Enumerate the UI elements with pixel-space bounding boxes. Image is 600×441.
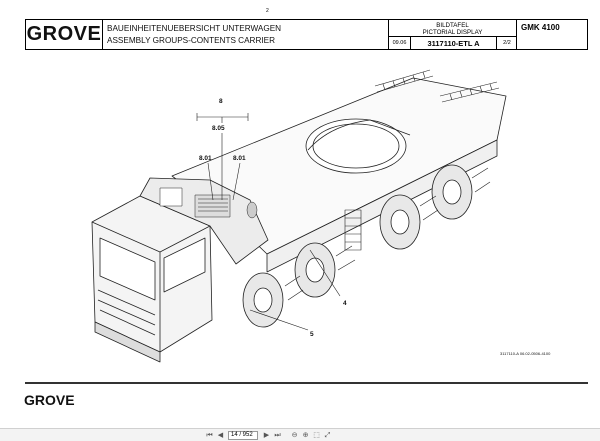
grove-logo: GROVE [26, 23, 102, 45]
title-german: BAUEINHEITENUEBERSICHT UNTERWAGEN [107, 24, 282, 33]
zoom-in-icon[interactable]: ⊕ [302, 432, 309, 439]
last-page-icon[interactable]: ⏭ [274, 432, 281, 439]
model-name: GMK 4100 [521, 23, 560, 32]
turntable-ring [305, 118, 407, 174]
bottom-rule [25, 382, 588, 384]
next-page-icon[interactable]: ▶ [263, 432, 270, 439]
callout-leaders [196, 113, 341, 331]
revision-date: 09.06 [389, 37, 411, 50]
page-number-field[interactable]: 14 / 952 [228, 431, 258, 440]
title-english: ASSEMBLY GROUPS-CONTENTS CARRIER [107, 36, 276, 45]
model-cell: GMK 4100 [517, 20, 589, 49]
drawing-number: 3117110-ETL A [411, 37, 497, 50]
sheet-number: 2/2 [503, 40, 511, 46]
display-german: BILDTAFEL [436, 22, 469, 29]
callout-8-05: 8.05 [212, 125, 225, 132]
logo-cell: GROVE [26, 20, 103, 49]
footer-logo: GROVE [24, 392, 75, 408]
callout-8: 8 [219, 98, 223, 105]
ladder-rear [374, 69, 500, 103]
front-bumper [94, 321, 161, 363]
fit-page-icon[interactable]: ⬚ [313, 432, 320, 439]
prev-page-icon[interactable]: ◀ [217, 432, 224, 439]
title-block: GROVE BAUEINHEITENUEBERSICHT UNTERWAGEN … [25, 19, 588, 50]
callout-8-01-right: 8.01 [233, 155, 246, 162]
display-label: BILDTAFEL PICTORIAL DISPLAY [389, 20, 516, 37]
callout-4: 4 [343, 300, 347, 307]
title-cell: BAUEINHEITENUEBERSICHT UNTERWAGEN ASSEMB… [103, 20, 389, 49]
fullscreen-icon[interactable]: ⤢ [324, 432, 331, 439]
first-page-icon[interactable]: ⏮ [206, 432, 213, 439]
wheels [242, 164, 473, 328]
zoom-out-icon[interactable]: ⊖ [291, 432, 298, 439]
page-marker: 2 [266, 8, 269, 14]
callout-5: 5 [310, 331, 314, 338]
windshield [99, 237, 156, 301]
pdf-viewer-toolbar: ⏮ ◀ 14 / 952 ▶ ⏭ ⊖ ⊕ ⬚ ⤢ [0, 428, 600, 441]
callout-8-01-left: 8.01 [199, 155, 212, 162]
display-english: PICTORIAL DISPLAY [422, 29, 483, 36]
document-reference: 3117110-A 06.02-0506-4100 [500, 351, 551, 356]
ladder-side [344, 209, 362, 251]
drawing-info-cell: BILDTAFEL PICTORIAL DISPLAY 09.06 311711… [389, 20, 517, 50]
